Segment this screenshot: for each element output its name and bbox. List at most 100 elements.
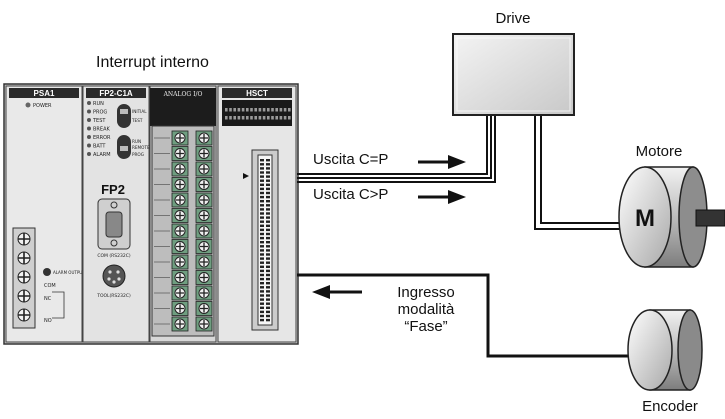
hsct-led	[271, 116, 274, 120]
arrow-input-phase	[312, 285, 362, 299]
hsct-pin	[266, 306, 270, 309]
motor-symbol: M	[635, 205, 655, 232]
cpu-led	[87, 126, 91, 131]
hsct-pin	[260, 298, 264, 301]
hsct-led	[288, 108, 291, 112]
arrows	[312, 155, 466, 299]
hsct-pin	[260, 249, 264, 252]
hsct-led	[229, 108, 232, 112]
hsct-pin	[266, 249, 270, 252]
hsct-pin	[260, 163, 264, 166]
wire-encoder-input	[297, 273, 628, 358]
hsct-pin	[266, 245, 270, 248]
hsct-pin	[266, 216, 270, 219]
hsct-led	[267, 116, 270, 120]
hsct-pin	[260, 224, 264, 227]
hsct-pin	[266, 204, 270, 207]
hsct-pin	[266, 228, 270, 232]
screw-slot	[200, 320, 208, 328]
screw-slot	[200, 165, 208, 173]
hsct-led	[258, 116, 262, 120]
motor-shaft	[695, 209, 725, 227]
hsct-pin	[266, 282, 270, 285]
hsct-pin	[260, 286, 264, 289]
hsct-led	[258, 108, 262, 112]
cpu-com-label: COM (RS232C)	[97, 253, 130, 259]
screw-slot	[18, 271, 30, 283]
hsct-pointer	[243, 173, 249, 179]
hsct-pin	[266, 187, 270, 191]
hsct-pin	[260, 306, 264, 309]
hsct-pin	[260, 204, 264, 207]
hsct-led	[288, 116, 291, 120]
hsct-pin	[260, 167, 264, 170]
screw-slot	[176, 211, 184, 220]
screw-slot	[18, 309, 30, 321]
hsct-pin	[266, 310, 270, 314]
screw-slot	[18, 290, 30, 302]
hsct-pin	[266, 269, 270, 273]
output-eq-label: Uscita C=P	[313, 151, 389, 168]
hsct-pin	[260, 241, 264, 244]
hsct-pin	[260, 269, 264, 273]
psu-terminals	[17, 232, 31, 322]
cpu-led	[87, 143, 91, 148]
cpu-led	[87, 152, 91, 156]
screw-slot	[176, 196, 184, 204]
hsct-pin	[260, 314, 264, 318]
hsct-led	[237, 108, 241, 112]
screw-slot	[200, 149, 208, 158]
hsct-pin	[266, 294, 270, 297]
cpu-com-port	[97, 198, 131, 250]
psu-power-label: POWER	[33, 103, 52, 109]
hsct-pins	[260, 159, 270, 322]
wiring	[297, 115, 628, 358]
plc-rack: PSA1 POWER ALARM OUTPUT COM NC NO FP2-C1…	[3, 83, 299, 345]
hsct-led	[237, 116, 241, 120]
cpu-init-switch	[117, 104, 131, 128]
hsct-pin	[266, 265, 270, 268]
screw-slot	[18, 252, 30, 264]
screw-slot	[200, 258, 208, 266]
wire-drive-motor-b	[540, 115, 620, 224]
psu-alarm-label: ALARM OUTPUT	[53, 270, 85, 275]
cpu-led-label: ERROR	[93, 135, 111, 141]
hsct-led	[267, 108, 270, 112]
cpu-tool-label: TOOL(RS232C)	[96, 293, 131, 299]
hsct-led	[271, 108, 274, 112]
hsct-module: HSCT	[217, 85, 297, 343]
hsct-pin	[260, 277, 264, 281]
screw-slot	[200, 289, 208, 297]
motor: M	[618, 166, 725, 268]
hsct-pin	[260, 187, 264, 191]
hsct-pin	[266, 167, 270, 170]
drive-label: Drive	[495, 10, 531, 27]
screw-slot	[176, 320, 184, 328]
cpu-brand: FP2	[101, 182, 125, 197]
hsct-pin	[266, 159, 270, 162]
hsct-led	[279, 116, 283, 120]
hsct-pin	[260, 294, 264, 297]
cpu-tool-port	[102, 264, 126, 288]
screw-slot	[176, 149, 184, 158]
cpu-switch-label: RUN	[132, 139, 141, 144]
hsct-pin	[266, 277, 270, 281]
hsct-pin	[266, 302, 270, 305]
diagram-title: Interrupt interno	[96, 54, 209, 71]
analog-terminals	[154, 130, 213, 332]
hsct-led	[279, 108, 283, 112]
drive-box	[452, 33, 575, 116]
hsct-pin	[260, 171, 264, 174]
hsct-pin	[266, 261, 270, 264]
cpu-led	[87, 109, 91, 114]
hsct-pin	[260, 200, 264, 203]
screw-slot	[200, 211, 208, 220]
cpu-switch-label: REMOTE	[132, 145, 150, 150]
hsct-pin	[266, 212, 270, 215]
hsct-pin	[266, 220, 270, 223]
cpu-led	[87, 101, 91, 105]
hsct-pin	[266, 224, 270, 227]
hsct-led	[233, 116, 236, 120]
